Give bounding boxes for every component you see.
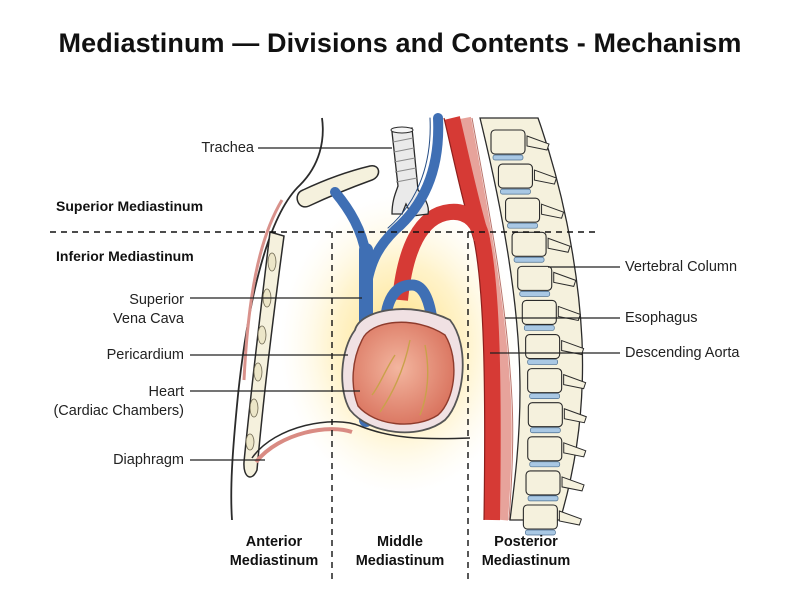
- spinous-process: [561, 476, 585, 492]
- intervertebral-disc: [527, 495, 559, 502]
- spinous-process: [541, 203, 565, 219]
- svc-label-line1: Superior: [129, 292, 184, 308]
- heart-label-line2: (Cardiac Chambers): [53, 403, 184, 419]
- intervertebral-disc: [523, 325, 555, 331]
- vertebra-body: [497, 163, 533, 189]
- pulmonary-trunk: [379, 279, 438, 331]
- page-title: Mediastinum — Divisions and Contents - M…: [58, 28, 742, 58]
- vertebra-body: [527, 402, 563, 428]
- inferior-mediastinum-label: Inferior Mediastinum: [56, 248, 194, 264]
- heart-shape: [352, 321, 455, 425]
- spinous-process: [547, 237, 571, 253]
- intervertebral-disc: [527, 359, 558, 365]
- intervertebral-disc: [529, 427, 561, 434]
- svc-label-line2: Vena Cava: [113, 311, 184, 327]
- descending-aorta-label: Descending Aorta: [625, 345, 740, 361]
- vertebra-body: [490, 129, 526, 155]
- diaphragm-dome: [251, 420, 471, 459]
- spinous-process: [533, 169, 558, 185]
- spinous-process: [557, 305, 581, 322]
- spinous-process: [526, 135, 550, 151]
- spinous-process: [563, 442, 587, 458]
- vertebra-body: [527, 436, 563, 462]
- spinous-process: [553, 271, 577, 287]
- clavicle: [296, 165, 380, 208]
- anterior-mediastinum-label-line2: Mediastinum: [229, 553, 319, 569]
- descending-aorta-edge: [443, 117, 486, 521]
- rib: [242, 199, 284, 381]
- intervertebral-disc: [492, 154, 524, 161]
- intervertebral-disc: [500, 188, 531, 195]
- intervertebral-disc: [529, 461, 561, 468]
- superior-mediastinum-label: Superior Mediastinum: [56, 198, 204, 214]
- intervertebral-disc: [519, 291, 551, 297]
- esophagus-tube: [459, 116, 512, 521]
- vertebral-column-label: Vertebral Column: [625, 259, 738, 275]
- intervertebral-disc: [525, 529, 556, 536]
- vertebra-body: [505, 197, 541, 223]
- spinous-process: [561, 339, 585, 356]
- aortic-arch: [392, 203, 490, 301]
- spinous-process: [563, 408, 587, 424]
- anterior-mediastinum-label-line1: Anterior: [245, 534, 303, 550]
- posterior-mediastinum-label-line1: Posterior: [494, 534, 558, 550]
- esophagus-edge: [471, 117, 514, 521]
- middle-mediastinum-label-line2: Mediastinum: [355, 553, 445, 569]
- diaphragm-label: Diaphragm: [113, 452, 184, 468]
- vertebrae: [490, 129, 587, 536]
- vertebra-body: [517, 265, 553, 291]
- spinous-process: [558, 510, 583, 526]
- middle-mediastinum-label-line1: Middle: [377, 534, 423, 550]
- descending-aorta-tube: [444, 116, 501, 521]
- vertebra-body: [525, 333, 561, 360]
- vertebra-body: [511, 231, 547, 257]
- esophagus-label: Esophagus: [625, 310, 698, 326]
- leader-lines: [190, 147, 620, 461]
- intervertebral-disc: [513, 256, 545, 263]
- pericardium-label: Pericardium: [106, 347, 184, 363]
- vertebra-body: [527, 368, 563, 394]
- vertebra-body: [522, 504, 558, 530]
- division-lines: [50, 231, 600, 582]
- vertebra-body: [525, 470, 561, 496]
- intervertebral-disc: [529, 393, 560, 399]
- intervertebral-disc: [507, 222, 538, 229]
- trachea-label: Trachea: [201, 140, 254, 156]
- spinous-process: [563, 373, 587, 390]
- posterior-mediastinum-label-line2: Mediastinum: [481, 553, 571, 569]
- coronary-vessels: [371, 339, 429, 416]
- heart-label-line1: Heart: [148, 384, 184, 400]
- body-outline: [230, 117, 324, 521]
- diaphragm-muscle: [254, 427, 353, 464]
- vertebra-body: [521, 299, 557, 326]
